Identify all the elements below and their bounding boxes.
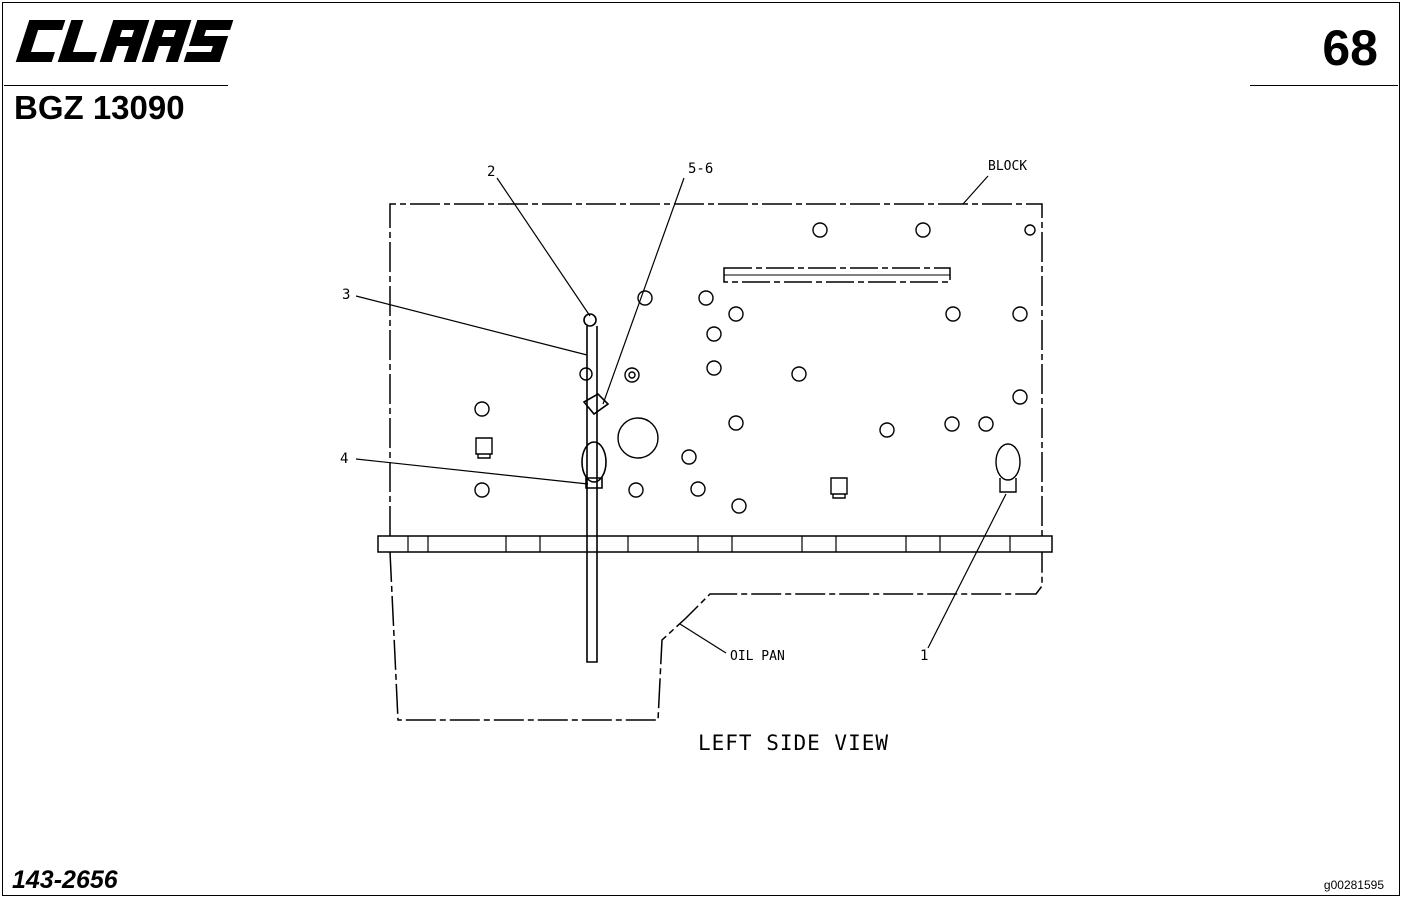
reference-number: 143-2656 [12, 866, 118, 894]
leader-lines [355, 175, 1007, 654]
block-label: BLOCK [988, 159, 1027, 174]
callout-4: 4 [340, 451, 348, 467]
callout-3: 3 [342, 287, 350, 303]
plugs [475, 437, 848, 499]
claas-logo [15, 20, 234, 62]
header-rule-right [1250, 85, 1398, 86]
block-outline [389, 203, 1043, 536]
header-rule-left [4, 85, 228, 86]
document-code: BGZ 13090 [14, 89, 185, 126]
oil-pan-outline [389, 551, 1043, 721]
page-number: 68 [1322, 20, 1378, 76]
dipstick [581, 313, 610, 663]
callout-5-6: 5-6 [688, 161, 713, 177]
view-title: LEFT SIDE VIEW [698, 731, 889, 755]
oil-sender [995, 443, 1021, 493]
bolt-holes [474, 222, 1036, 514]
oil-pan-label: OIL PAN [730, 649, 785, 664]
gasket-strip [377, 535, 1053, 553]
callout-2: 2 [487, 164, 495, 180]
callout-1: 1 [920, 648, 928, 664]
image-id: g00281595 [1323, 878, 1384, 892]
